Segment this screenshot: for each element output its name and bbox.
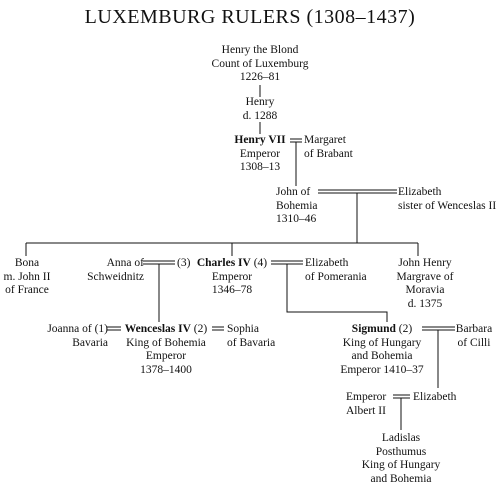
person-ladislas-posthumus: Ladislas Posthumus King of Hungary and B… [361,432,441,485]
person-elizabeth-of-luxemburg: Elizabeth [413,391,457,403]
marriage-albert-elizabeth [393,394,410,399]
marriage-joanna-wenceslas [107,326,121,331]
line-elizabeth-to-sigmund [286,264,388,322]
marriage-john-elizabeth [318,189,397,194]
person-sigmund: Sigmund (2) King of Hungary and Bohemia … [340,323,424,376]
marriage-wenceslas-sophia [212,326,224,331]
person-margaret-of-brabant: Margaret of Brabant [304,134,353,160]
anna-marriage-order: (3) [177,257,191,269]
person-charles-iv: Charles IV (4) Emperor 1346–78 [196,257,268,296]
person-anna-of-schweidnitz: Anna of Schweidnitz [87,257,144,283]
person-wenceslas-iv: Wenceslas IV (2) King of Bohemia Emperor… [124,323,208,376]
person-john-of-bohemia: John of Bohemia 1310–46 [276,186,318,225]
marriage-anna-charles [143,260,175,265]
person-henry: Henry d. 1288 [242,96,278,122]
marriage-charles-elizabeth [271,260,303,265]
person-albert-ii: Emperor Albert II [346,391,387,417]
person-elizabeth-of-pomerania: Elizabeth of Pomerania [305,257,367,283]
page-title: LUXEMBURG RULERS (1308–1437) [84,6,416,28]
person-bona: Bona m. John II of France [3,257,51,296]
person-henry-the-blond: Henry the Blond Count of Luxemburg 1226–… [211,44,309,83]
person-henry-vii: Henry VII Emperor 1308–13 [234,134,286,173]
person-joanna-of-bavaria: Joanna of (1) Bavaria [47,323,108,349]
person-elizabeth-of-bohemia: Elizabeth sister of Wenceslas II [398,186,497,212]
person-john-henry: John Henry Margrave of Moravia d. 1375 [396,257,454,310]
person-barbara-of-cilli: Barbara of Cilli [455,323,493,349]
person-sophia-of-bavaria: Sophia of Bavaria [227,323,276,349]
